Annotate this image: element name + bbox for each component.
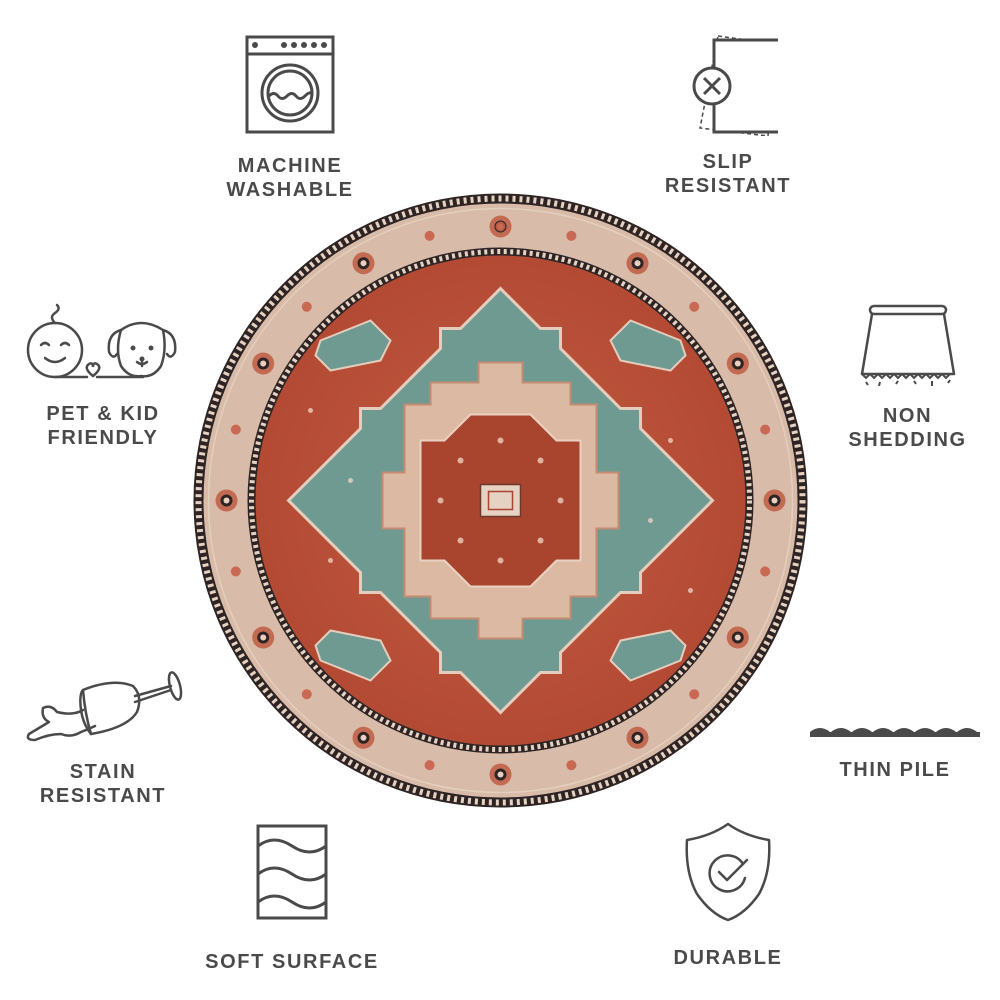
baby-and-dog-icon — [26, 303, 177, 379]
round-rug-image — [193, 193, 808, 808]
wavy-surface-icon — [256, 824, 328, 920]
non-slip-mat-icon — [692, 35, 778, 136]
feature-pet-kid-friendly: PET & KID FRIENDLY — [18, 302, 188, 450]
feature-label: NON SHEDDING — [848, 405, 967, 451]
feature-label: SOFT SURFACE — [205, 951, 379, 973]
feature-slip-resistant: SLIP RESISTANT — [638, 30, 818, 198]
feature-durable: DURABLE — [648, 822, 808, 970]
feature-stain-resistant: STAIN RESISTANT — [18, 668, 188, 808]
feature-label: DURABLE — [673, 947, 783, 969]
feature-machine-washable: MACHINE WASHABLE — [200, 34, 380, 202]
feature-soft-surface: SOFT SURFACE — [190, 824, 394, 974]
rug-fringe-icon — [860, 304, 955, 386]
feature-thin-pile: THIN PILE — [800, 722, 990, 782]
washing-machine-icon — [245, 35, 335, 134]
pile-scallop-icon — [810, 728, 980, 737]
shield-check-icon — [685, 822, 771, 922]
feature-label: STAIN RESISTANT — [39, 761, 167, 807]
feature-label: PET & KID FRIENDLY — [46, 403, 160, 449]
spilled-wine-glass-icon — [26, 671, 183, 742]
feature-label: SLIP RESISTANT — [664, 151, 792, 197]
feature-label: THIN PILE — [839, 759, 951, 781]
feature-non-shedding: NON SHEDDING — [825, 302, 990, 452]
feature-label: MACHINE WASHABLE — [226, 155, 354, 201]
